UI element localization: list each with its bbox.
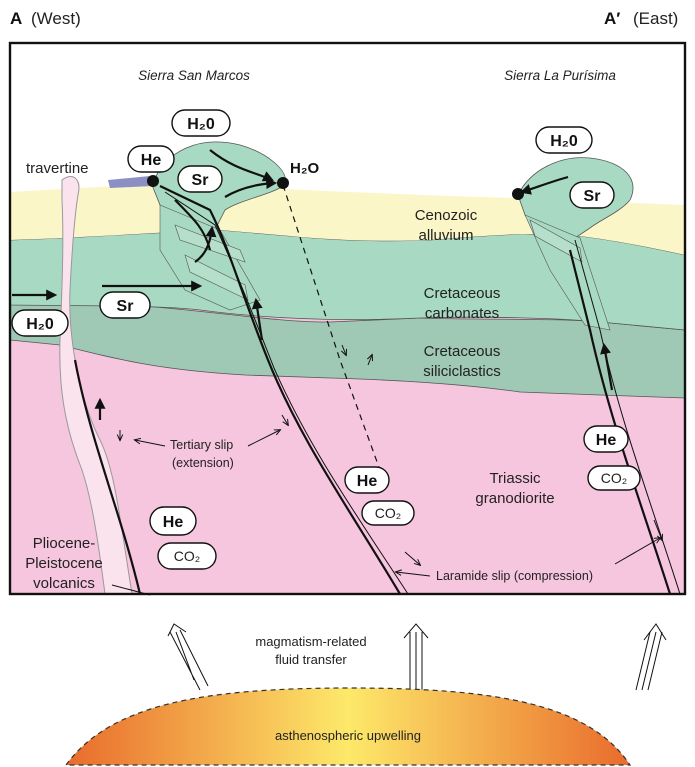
label-carbonates-line1: Cretaceous: [424, 285, 501, 302]
label-tertiary-slip: Tertiary slip: [170, 438, 233, 452]
tracer-he-travertine: He: [128, 146, 174, 172]
arrow-shaft: [636, 632, 662, 690]
tracer-h2o-top-east: H₂0: [536, 127, 592, 153]
tracer-sr-west: Sr: [178, 166, 222, 192]
tracer-co2-label: CO₂: [601, 470, 627, 486]
spring-point-h2o: [277, 177, 289, 189]
tracer-h2o-label: H₂0: [26, 316, 54, 333]
tracer-he-center: He: [345, 467, 389, 493]
geologic-layers: [10, 43, 685, 600]
tracer-he-label: He: [596, 432, 617, 449]
tracer-h2o-lateral: H₂0: [12, 310, 68, 336]
section-letter-a: A: [10, 9, 22, 28]
tracer-h2o-label: H₂0: [550, 133, 578, 150]
tracer-co2-west: CO₂: [158, 543, 216, 569]
magma-arrow-center: [404, 624, 428, 690]
magma-arrow-east: [636, 624, 666, 690]
tracer-he-east: He: [584, 426, 628, 452]
tracer-sr-label: Sr: [117, 298, 134, 315]
arrow-shaft: [170, 630, 208, 690]
label-volcanics-line3: volcanics: [33, 575, 95, 592]
asthenospheric-upwelling: [66, 688, 630, 765]
direction-west: (West): [31, 9, 81, 28]
label-magma-line1: magmatism-related: [255, 634, 366, 649]
section-end-west: A (West): [10, 9, 81, 28]
tracer-he-label: He: [357, 473, 378, 490]
label-volcanics-line2: Pleistocene: [25, 555, 103, 572]
label-sierra-la-purisima: Sierra La Purísima: [504, 68, 616, 83]
tracer-sr-label: Sr: [192, 172, 209, 189]
tracer-sr-label: Sr: [584, 188, 601, 205]
tracer-he-label: He: [163, 514, 184, 531]
arrow-shaft: [410, 632, 422, 690]
tracer-co2-label: CO₂: [375, 505, 401, 521]
label-triassic-line2: granodiorite: [475, 490, 554, 507]
tracer-co2-center: CO₂: [362, 501, 414, 525]
tracer-sr-lateral: Sr: [100, 292, 150, 318]
label-siliciclastics-line1: Cretaceous: [424, 343, 501, 360]
tracer-he-west: He: [150, 507, 196, 535]
label-volcanics-line1: Pliocene-: [33, 535, 96, 552]
tracer-co2-label: CO₂: [174, 548, 200, 564]
label-asthenospheric-upwelling: asthenospheric upwelling: [275, 728, 421, 743]
label-travertine: travertine: [26, 160, 89, 177]
label-triassic-line1: Triassic: [489, 470, 541, 487]
tracer-sr-east: Sr: [570, 182, 614, 208]
spring-point-travertine: [147, 175, 159, 187]
tracer-co2-east: CO₂: [588, 466, 640, 490]
tracer-h2o-label: H₂0: [187, 116, 215, 133]
label-h2o-spring: H₂O: [290, 160, 319, 177]
spring-point-east: [512, 188, 524, 200]
section-end-east: A′ (East): [604, 9, 678, 28]
label-cenozoic-line2: alluvium: [418, 227, 473, 244]
tracer-he-label: He: [141, 152, 162, 169]
label-laramide-slip: Laramide slip (compression): [436, 569, 593, 583]
label-siliciclastics-line2: siliciclastics: [423, 363, 501, 380]
magma-arrow-west: [168, 624, 208, 690]
label-carbonates-line2: carbonates: [425, 305, 499, 322]
label-magma-line2: fluid transfer: [275, 652, 347, 667]
section-letter-a-prime: A′: [604, 9, 620, 28]
label-tertiary-extension: (extension): [172, 456, 234, 470]
direction-east: (East): [633, 9, 678, 28]
tracer-h2o-top-west: H₂0: [172, 110, 230, 136]
label-sierra-san-marcos: Sierra San Marcos: [138, 68, 250, 83]
label-cenozoic-line1: Cenozoic: [415, 207, 478, 224]
